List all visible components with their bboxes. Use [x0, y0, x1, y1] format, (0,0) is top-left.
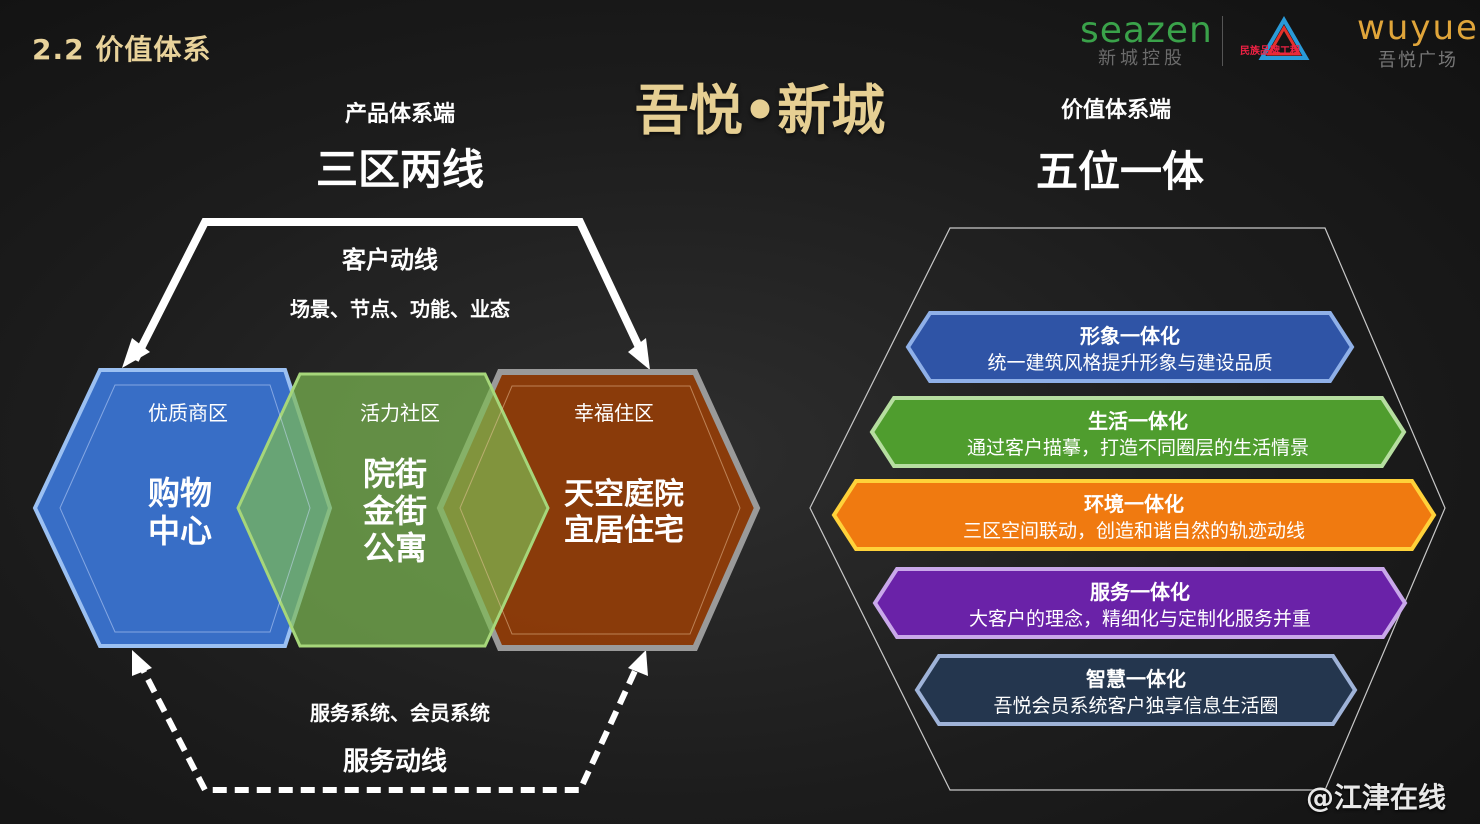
logo-divider [1222, 16, 1223, 66]
wuyue-logo: wuyue [1357, 8, 1479, 48]
zone-content-community-2: 金街 [362, 492, 427, 530]
zone-label-residential: 幸福住区 [574, 401, 654, 425]
five-in-one-bar-4 [872, 567, 1408, 639]
zone-content-residential-2: 宜居住宅 [564, 513, 684, 548]
zone-hex-residential [436, 369, 761, 651]
service-flow-title: 服务动线 [343, 747, 447, 777]
service-flow-line [135, 658, 643, 793]
five-in-one-desc-2: 通过客户描摹，打造不同圈层的生活情景 [967, 437, 1309, 459]
five-in-one-bar-2 [869, 396, 1407, 468]
zone-hex-community [236, 372, 550, 648]
brand-logo-text: 民族品牌工程 [1240, 46, 1300, 57]
zone-content-commerce-2: 中心 [148, 512, 212, 550]
customer-flow-title: 客户动线 [342, 246, 438, 274]
five-in-one-title-4: 服务一体化 [1090, 580, 1190, 604]
left-title: 三区两线 [315, 145, 484, 194]
five-in-one-desc-1: 统一建筑风格提升形象与建设品质 [987, 352, 1272, 374]
zone-hex-inner-outline-right [459, 385, 741, 635]
five-in-one-bar-3 [831, 479, 1437, 551]
wuyue-logo-cn: 吾悦广场 [1378, 50, 1458, 71]
seazen-logo: seazen [1080, 10, 1213, 51]
zone-label-commerce: 优质商区 [148, 401, 228, 425]
five-in-one-title-3: 环境一体化 [1084, 492, 1184, 516]
five-in-one-title-5: 智慧一体化 [1086, 667, 1186, 691]
watermark: @江津在线 [1306, 781, 1447, 814]
customer-flow-arrow-right [628, 338, 650, 370]
customer-flow-desc: 场景、节点、功能、业态 [290, 297, 510, 321]
five-in-one-desc-4: 大客户的理念，精细化与定制化服务并重 [969, 607, 1311, 630]
zone-label-community: 活力社区 [360, 401, 440, 425]
zone-content-residential-1: 天空庭院 [564, 477, 684, 512]
five-in-one-title-2: 生活一体化 [1088, 409, 1188, 433]
five-in-one-desc-5: 吾悦会员系统客户独享信息生活圈 [993, 695, 1278, 717]
five-in-one-desc-3: 三区空间联动，创造和谐自然的轨迹动线 [963, 520, 1305, 542]
section-number: 2.2 价值体系 [32, 33, 212, 66]
five-in-one-title-1: 形象一体化 [1080, 324, 1180, 348]
zone-content-commerce-1: 购物 [148, 474, 212, 512]
seazen-logo-cn: 新城控股 [1098, 48, 1186, 69]
service-flow-arrow-left [132, 650, 152, 676]
five-in-one-bar-1 [905, 311, 1355, 383]
right-subtitle: 价值体系端 [1060, 98, 1171, 123]
zone-content-community-3: 公寓 [363, 529, 427, 567]
outer-hexagon-outline [809, 227, 1446, 791]
customer-flow-arrow-left [122, 338, 150, 368]
left-subtitle: 产品体系端 [344, 102, 455, 127]
service-flow-desc: 服务系统、会员系统 [310, 701, 490, 725]
zone-hex-inner-outline [59, 384, 311, 633]
zone-content-community-1: 院街 [363, 455, 427, 493]
service-flow-arrow-right [628, 650, 648, 676]
five-in-one-bar-5 [914, 654, 1358, 726]
customer-flow-line [131, 218, 649, 362]
right-title: 五位一体 [1035, 147, 1204, 196]
page-title: 吾悦•新城 [634, 79, 886, 142]
